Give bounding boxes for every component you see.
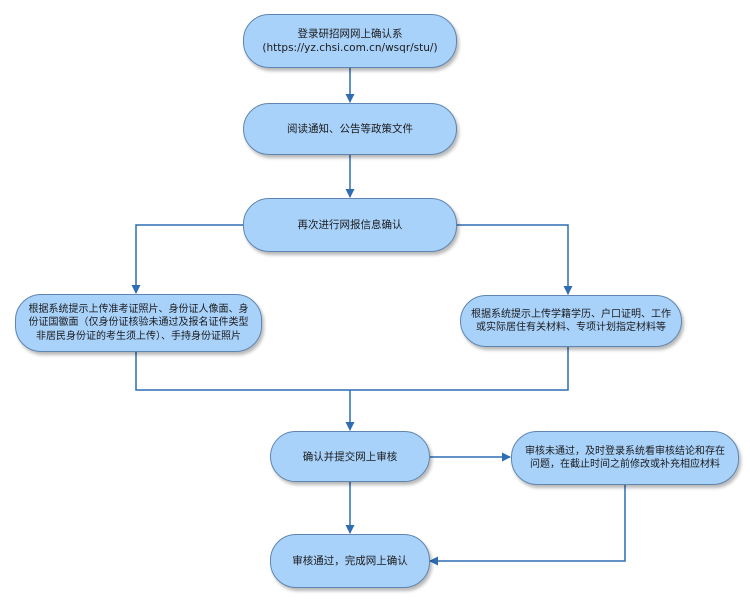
node-submit-text: 确认并提交网上审核	[302, 450, 398, 463]
node-upload-photos: 根据系统提示上传准考证照片、身份证人像面、身 份证国徽面（仅身份证核验未通过及报…	[15, 294, 262, 352]
node-submit-review: 确认并提交网上审核	[270, 431, 430, 482]
node-upload-photos-line-1: 根据系统提示上传准考证照片、身份证人像面、身	[28, 303, 249, 315]
node-failed-line-2: 问题，在截止时间之前修改或补充相应材料	[530, 459, 720, 470]
node-login-line-1: 登录研招网网上确认系	[297, 28, 403, 40]
node-upload-materials: 根据系统提示上传学籍学历、户口证明、工作 或实际居住有关材料、专项计划指定材料等	[460, 295, 682, 347]
node-reconfirm-text: 再次进行网报信息确认	[297, 219, 403, 231]
node-login-system: 登录研招网网上确认系 (https://yz.chsi.com.cn/wsqr/…	[243, 14, 457, 68]
line-upload-photos-to-merge	[135, 347, 569, 391]
node-read-notice-text: 阅读通知、公告等政策文件	[287, 123, 413, 135]
arrow-reconfirm-to-upload-photos	[131, 224, 243, 294]
node-upload-materials-line-2: 或实际居住有关材料、专项计划指定材料等	[476, 322, 666, 333]
node-review-failed: 审核未通过，及时登录系统看审核结论和存在 问题，在截止时间之前修改或补充相应材料	[511, 431, 739, 485]
node-review-passed: 审核通过，完成网上确认	[270, 534, 430, 588]
node-failed-line-1: 审核未通过，及时登录系统看审核结论和存在	[525, 445, 725, 457]
node-upload-materials-line-1: 根据系统提示上传学籍学历、户口证明、工作	[471, 308, 671, 320]
node-upload-photos-line-2: 份证国徽面（仅身份证核验未通过及报名证件类型	[28, 317, 249, 329]
node-read-notice: 阅读通知、公告等政策文件	[243, 103, 457, 155]
node-upload-photos-line-3: 非居民身份证的考生须上传）、手持身份证照片	[36, 330, 241, 342]
arrow-reconfirm-to-upload-materials	[457, 224, 573, 295]
node-reconfirm-info: 再次进行网报信息确认	[243, 198, 457, 252]
node-login-line-2: (https://yz.chsi.com.cn/wsqr/stu/)	[262, 42, 438, 54]
arrow-failed-to-passed	[429, 485, 626, 566]
node-passed-text: 审核通过，完成网上确认	[292, 555, 408, 567]
